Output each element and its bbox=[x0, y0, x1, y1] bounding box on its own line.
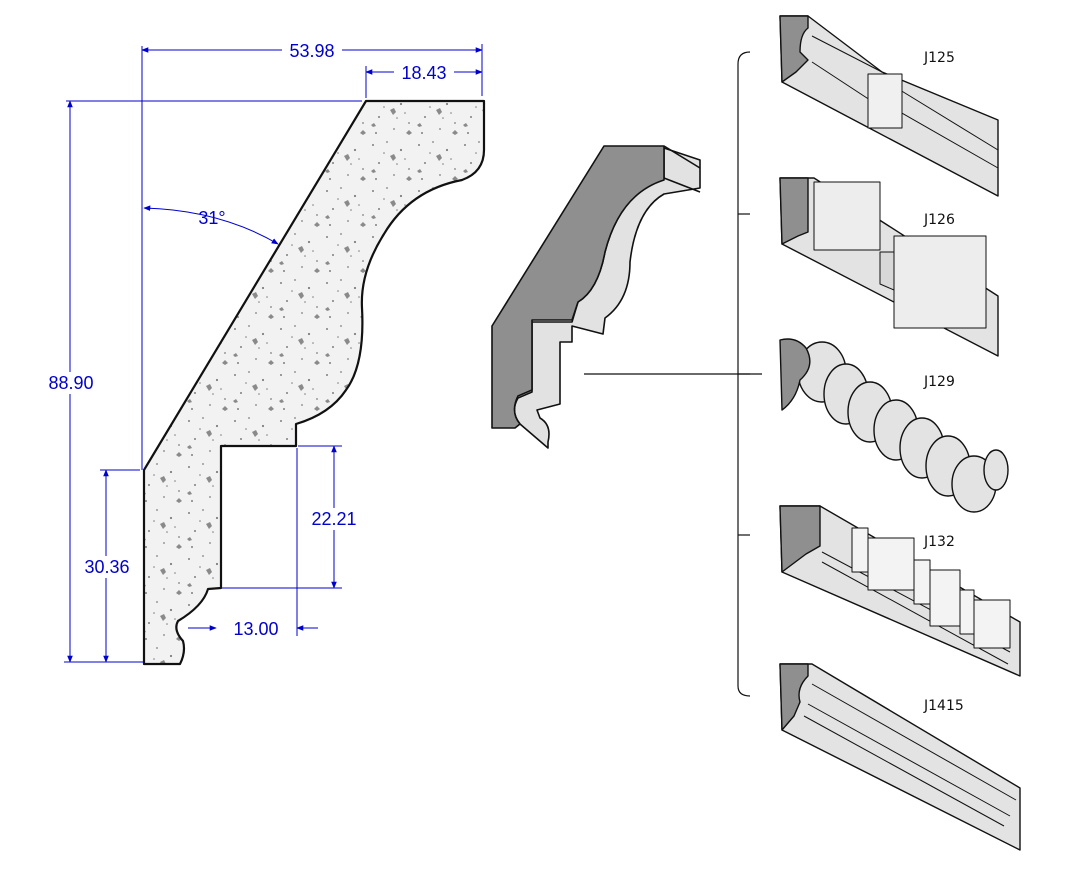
dimension-labels: 53.98 18.43 88.90 30.36 22.21 13.00 31° bbox=[42, 40, 454, 639]
label-height: 88.90 bbox=[48, 373, 93, 393]
center-3d-molding bbox=[491, 145, 701, 449]
profile-shape bbox=[142, 99, 486, 666]
molding-cut-section bbox=[491, 145, 665, 429]
label-angle: 31° bbox=[198, 208, 225, 228]
variant-label-j132: J132 bbox=[923, 534, 955, 550]
label-overall-width: 53.98 bbox=[289, 41, 334, 61]
variant-label-j129: J129 bbox=[923, 374, 955, 390]
label-step-height: 22.21 bbox=[311, 509, 356, 529]
label-lower-height: 30.36 bbox=[84, 557, 129, 577]
variant-label-j125: J125 bbox=[923, 50, 955, 66]
variant-j129 bbox=[779, 338, 1009, 513]
variant-j126 bbox=[779, 177, 999, 357]
variant-label-j126: J126 bbox=[923, 212, 955, 228]
variant-connector bbox=[584, 51, 762, 697]
profile-section bbox=[142, 99, 486, 666]
label-step-depth: 13.00 bbox=[233, 619, 278, 639]
variant-j1415 bbox=[779, 663, 1021, 851]
dim-angle-arc bbox=[143, 205, 279, 245]
variant-j132 bbox=[779, 505, 1021, 677]
label-top-flat: 18.43 bbox=[401, 63, 446, 83]
variant-label-j1415: J1415 bbox=[923, 698, 964, 714]
variant-j125 bbox=[779, 15, 999, 197]
